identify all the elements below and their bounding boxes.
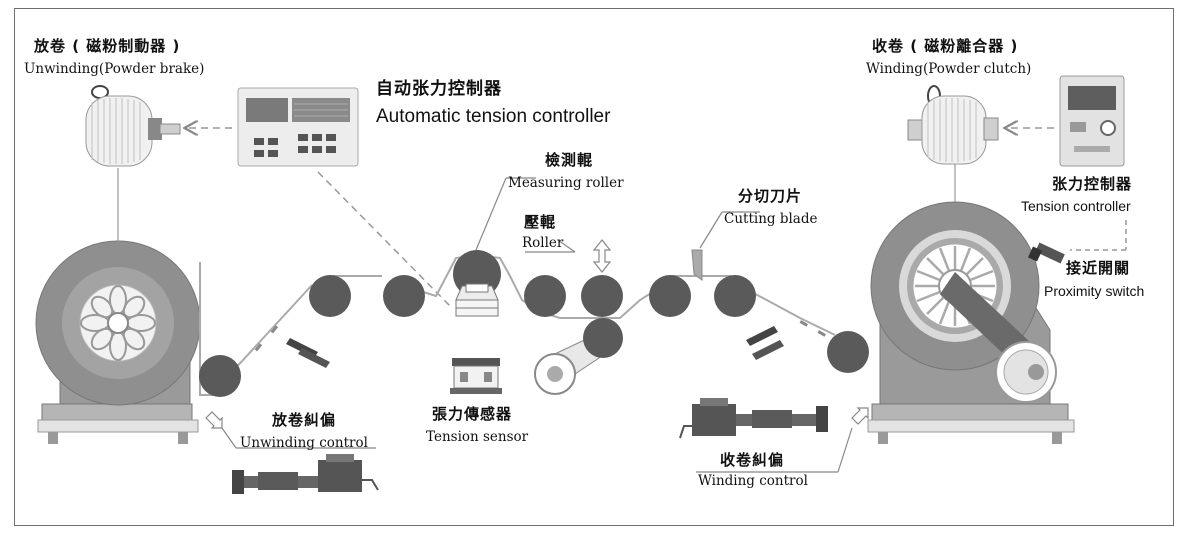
cutting-blade <box>691 211 760 281</box>
tension-controller-label-en: Tension controller <box>1021 198 1131 214</box>
automatic-tension-controller <box>237 87 359 167</box>
tension-controller-label-zh: 张力控制器 <box>1052 175 1133 193</box>
roller-8 <box>827 331 869 373</box>
roller-6 <box>649 275 691 317</box>
winding-label-en: Winding(Powder clutch) <box>866 61 1032 77</box>
roller-4 <box>524 275 566 317</box>
pressure-roller <box>525 239 623 395</box>
powder-clutch <box>907 85 999 165</box>
tension-controller-device <box>1059 75 1125 167</box>
unwinding-control-label-en: Unwinding control <box>240 435 368 451</box>
winding-label-zh: 收卷 ( 磁粉離合器 ) <box>872 37 1019 55</box>
roller-label-en: Roller <box>522 235 564 251</box>
measuring-roller-label-zh: 檢測輥 <box>545 151 594 169</box>
roller-7 <box>714 275 756 317</box>
winding-control-label-en: Winding control <box>698 473 808 489</box>
proximity-switch <box>1027 242 1065 264</box>
tension-sensor <box>450 358 502 394</box>
tension-sensor-label-en: Tension sensor <box>426 429 529 445</box>
winding-control-label-zh: 收卷糾偏 <box>720 451 785 469</box>
wind-edge-sensor <box>746 320 826 360</box>
unwind-edge-sensor <box>254 325 330 368</box>
unwind-actuator <box>232 454 379 494</box>
roller-5 <box>581 275 623 317</box>
unwinding-label-zh: 放卷 ( 磁粉制動器 ) <box>34 37 181 55</box>
wind-machine <box>867 160 1075 444</box>
unwind-machine <box>35 168 201 444</box>
measuring-roller-assembly <box>453 177 536 317</box>
roller-2 <box>309 275 351 317</box>
powder-brake <box>85 85 181 167</box>
roller-1 <box>199 355 241 397</box>
cutting-blade-label-en: Cutting blade <box>724 211 818 227</box>
cutting-blade-label-zh: 分切刀片 <box>738 187 803 205</box>
diagram-frame <box>14 8 1174 526</box>
wind-actuator <box>679 398 828 439</box>
roller-3 <box>383 275 425 317</box>
tension-sensor-label-zh: 張力傳感器 <box>432 405 513 423</box>
proximity-switch-label-en: Proximity switch <box>1044 283 1145 299</box>
controller-label-zh: 自动张力控制器 <box>376 79 502 99</box>
controller-label-en: Automatic tension controller <box>376 106 611 127</box>
unwinding-label-en: Unwinding(Powder brake) <box>24 61 205 77</box>
rollers <box>199 275 869 397</box>
proximity-switch-label-zh: 接近開關 <box>1066 259 1131 277</box>
unwinding-control-label-zh: 放卷糾偏 <box>272 411 337 429</box>
measuring-roller-label-en: Measuring roller <box>508 175 624 191</box>
roller-label-zh: 壓輥 <box>524 213 557 231</box>
